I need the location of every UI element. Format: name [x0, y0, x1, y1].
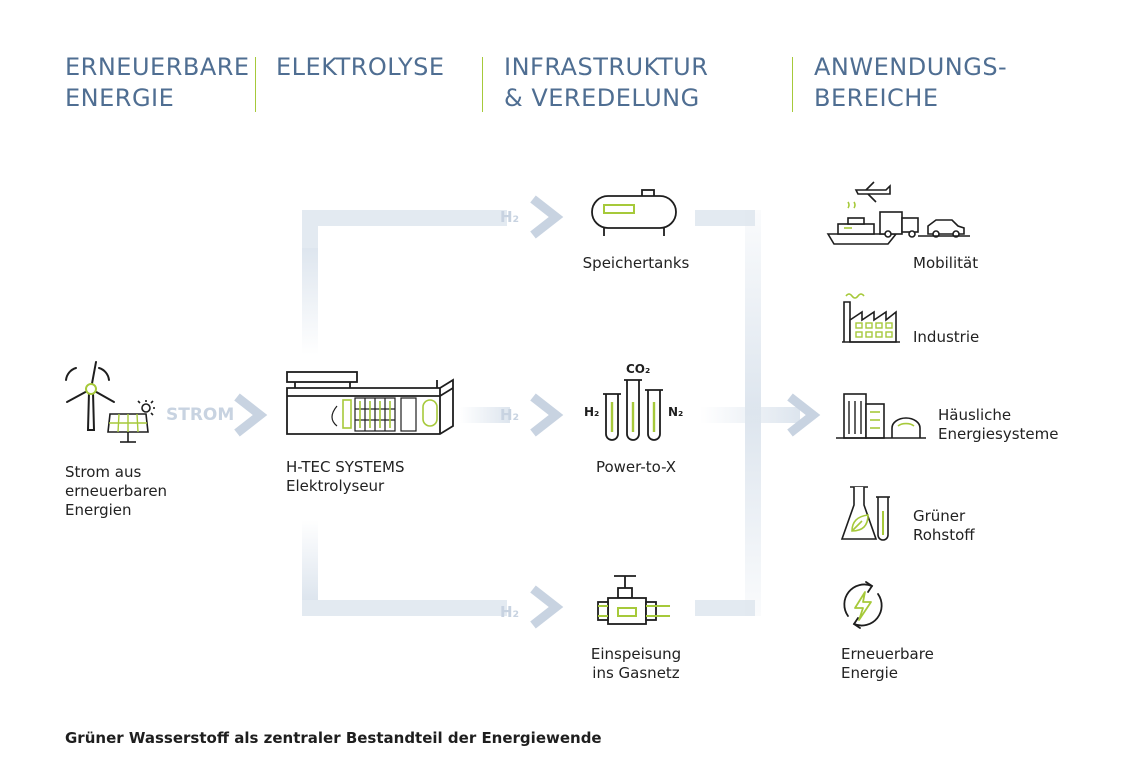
- caption: Grüner Wasserstoff als zentraler Bestand…: [65, 729, 602, 747]
- chem-label-n2: N₂: [668, 405, 684, 419]
- header-applications: ANWENDUNGS-BEREICHE: [814, 53, 1008, 112]
- lab-flask-icon: [840, 486, 890, 541]
- flow-label-h2-bottom: H₂: [500, 603, 520, 621]
- header-separator: [482, 57, 483, 112]
- wind-turbine-icon: [65, 361, 115, 431]
- mobility-icon: [826, 181, 970, 245]
- buildings-icon: [836, 393, 926, 439]
- ptx-label: Power-to-X: [595, 458, 677, 476]
- header-separator: [255, 57, 256, 112]
- factory-icon: [842, 293, 900, 343]
- mobility-label: Mobilität: [913, 254, 979, 272]
- header-infrastructure: INFRASTRUKTUR& VEREDELUNG: [504, 53, 709, 112]
- storage-tank-icon: [591, 189, 677, 236]
- storage-label: Speichertanks: [582, 254, 690, 272]
- header-electrolysis: ELEKTROLYSE: [276, 53, 445, 81]
- test-tubes-icon: [603, 379, 663, 441]
- flow-label-h2-top: H₂: [500, 208, 520, 226]
- flow-label-h2-middle: H₂: [500, 406, 520, 424]
- renewable-cycle-icon: [843, 581, 883, 629]
- chem-label-co2: CO₂: [626, 362, 651, 376]
- industry-label: Industrie: [913, 328, 980, 346]
- pipeline-valve-icon: [597, 575, 670, 625]
- header-separator: [792, 57, 793, 112]
- chem-label-h2: H₂: [584, 405, 600, 419]
- solar-panel-icon: [107, 400, 155, 443]
- electrolyser-icon: [286, 371, 454, 435]
- flow-label-strom: STROM: [166, 405, 235, 425]
